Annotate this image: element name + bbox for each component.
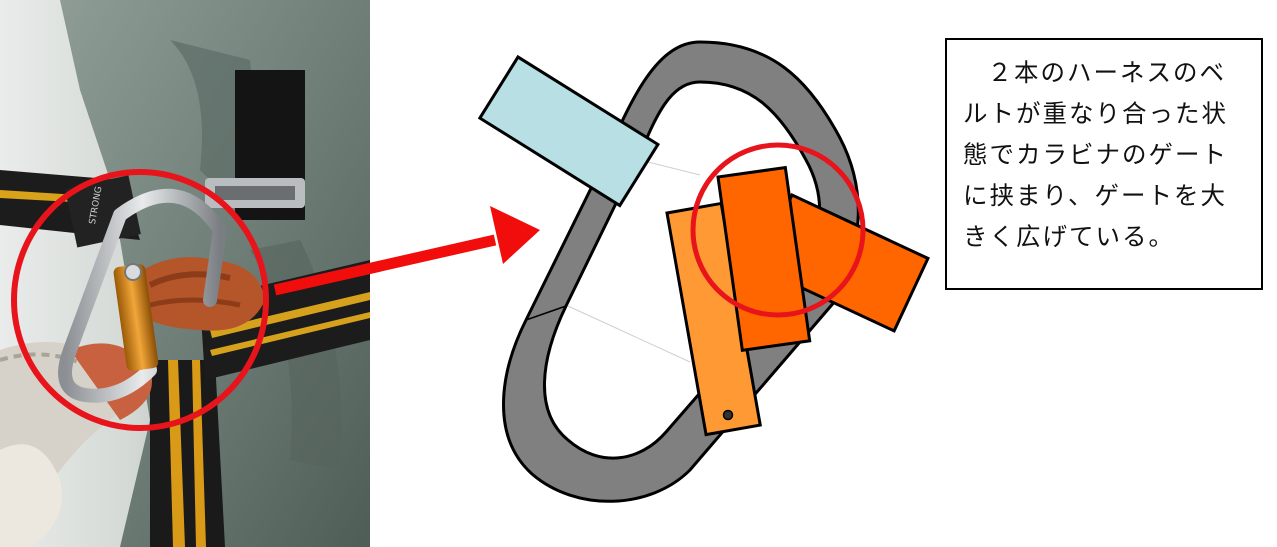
carabiner-diagram [477, 40, 930, 503]
explanation-text: ２本のハーネスのベルトが重なり合った状態でカラビナのゲートに挟まり、ゲートを大き… [963, 58, 1228, 251]
harness-photo: STRONG [0, 0, 370, 547]
highlight-circle-icon [690, 142, 866, 318]
highlight-circle-icon [11, 169, 269, 431]
explanation-note: ２本のハーネスのベルトが重なり合った状態でカラビナのゲートに挟まり、ゲートを大き… [945, 38, 1263, 290]
light-blue-belt [477, 54, 660, 208]
